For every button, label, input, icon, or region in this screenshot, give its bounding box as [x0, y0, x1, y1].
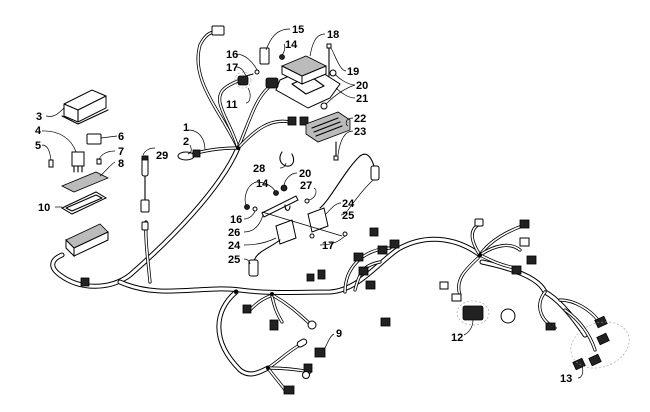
callout-5: 5: [35, 140, 41, 152]
connector-25-upper: [370, 165, 380, 181]
fuse-block: [73, 231, 109, 257]
callout-21: 21: [356, 93, 368, 105]
callout-12: 12: [451, 332, 463, 344]
callout-13: 13: [560, 373, 572, 385]
callout-8: 8: [118, 158, 124, 170]
callout-11: 11: [226, 99, 238, 111]
callout-16-mid: 16: [230, 214, 242, 226]
callout-28: 28: [253, 163, 265, 175]
bracket-15: [259, 47, 270, 65]
callout-labels: 1 2 3 4 5 6 7 8 9 10 11 12 13 14 14 15 1…: [35, 24, 572, 385]
main-harness: [50, 30, 600, 392]
callout-20-top: 20: [356, 80, 368, 92]
callout-16-top: 16: [226, 49, 238, 61]
fuse: [48, 159, 54, 168]
connector-2: [177, 151, 195, 161]
callout-17-mid: 17: [322, 240, 334, 252]
relay: [71, 151, 85, 167]
relay-small: [86, 133, 102, 145]
callout-2: 2: [183, 136, 189, 148]
connector-12: [462, 305, 484, 321]
callout-25-upper: 25: [342, 210, 354, 222]
callout-14-mid: 14: [256, 178, 269, 190]
bracket-26: [261, 195, 299, 218]
leader-lines: [41, 28, 584, 379]
callout-10: 10: [38, 202, 50, 214]
callout-29: 29: [156, 150, 168, 162]
sensor-29: [140, 155, 150, 231]
connector-25-lower: [248, 259, 259, 277]
callout-26: 26: [228, 227, 240, 239]
callout-22: 22: [354, 113, 366, 125]
callout-3: 3: [36, 111, 42, 123]
callout-23: 23: [354, 126, 366, 138]
clamp-28: [279, 151, 295, 167]
sensor-24-upper: [307, 207, 329, 233]
callout-27: 27: [300, 180, 312, 192]
fuse-box-parts: [48, 89, 109, 258]
callout-19: 19: [347, 66, 359, 78]
callout-18: 18: [327, 29, 339, 41]
gasket: [60, 191, 108, 215]
callout-24-lower: 24: [228, 240, 241, 252]
callout-17-top: 17: [226, 62, 238, 74]
callout-20-mid: 20: [299, 168, 311, 180]
connector-11: [237, 75, 249, 86]
fuse-board: [61, 171, 109, 193]
callout-25-lower: 25: [228, 254, 240, 266]
callout-14-top: 14: [285, 39, 298, 51]
callout-6: 6: [118, 131, 124, 143]
regulator-assembly: [245, 43, 351, 161]
sensor-24-lower: [275, 219, 297, 245]
callout-24-upper: 24: [342, 198, 355, 210]
callout-1: 1: [183, 122, 189, 134]
callout-7: 7: [118, 146, 124, 158]
mid-bracket-assembly: [244, 151, 380, 277]
callout-15: 15: [292, 24, 304, 36]
connector-9: [314, 347, 326, 358]
callout-4: 4: [35, 125, 42, 137]
callout-9: 9: [336, 328, 342, 340]
